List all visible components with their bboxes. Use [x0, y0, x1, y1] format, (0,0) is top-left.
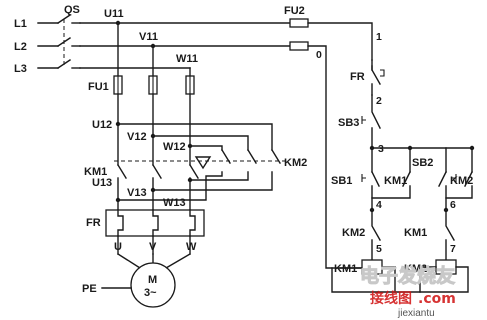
- km2-cross-wiring: [115, 121, 273, 201]
- label-fr-main: FR: [86, 217, 101, 229]
- label-w11: W11: [176, 53, 198, 65]
- node-2: 2: [376, 95, 382, 107]
- label-u13: U13: [92, 177, 112, 189]
- label-fr-ctrl: FR: [350, 71, 365, 83]
- label-qs: QS: [64, 4, 80, 16]
- label-km1-interlock: KM1: [404, 227, 427, 239]
- label-w13: W13: [163, 197, 186, 209]
- node-3: 3: [378, 143, 384, 155]
- label-w: W: [186, 241, 197, 253]
- node-5: 5: [376, 243, 382, 255]
- label-km1-hold: KM1: [384, 175, 407, 187]
- label-l1: L1: [14, 18, 27, 30]
- watermark-brand: 电子发烧友: [360, 264, 455, 287]
- label-fu1: FU1: [88, 81, 109, 93]
- label-sb2: SB2: [412, 157, 433, 169]
- label-v12: V12: [127, 131, 147, 143]
- node-4: 4: [376, 199, 382, 211]
- label-km2-interlock: KM2: [342, 227, 365, 239]
- fr-nc-contact: [371, 59, 385, 96]
- label-v: V: [149, 241, 157, 253]
- label-v13: V13: [127, 187, 147, 199]
- label-km1-main: KM1: [84, 166, 107, 178]
- fu1-fuses: [113, 75, 195, 166]
- label-motor-m: M: [148, 274, 157, 286]
- node-7: 7: [450, 243, 456, 255]
- node-0: 0: [316, 49, 322, 61]
- labels: L1 L2 L3 QS FU1 FU2 U11 V11 W11 U12 V12 …: [14, 4, 473, 299]
- label-u12: U12: [92, 119, 112, 131]
- reverse-branch: [394, 171, 473, 293]
- sb3-stop-button: [361, 94, 381, 149]
- label-sb1: SB1: [331, 175, 352, 187]
- main-contacts: [114, 149, 285, 211]
- power-circuit: [37, 14, 293, 308]
- supply-lines: [37, 22, 59, 69]
- label-w12: W12: [163, 141, 186, 153]
- label-motor-3ph: 3~: [144, 287, 157, 299]
- branch-split: [369, 145, 475, 173]
- label-km2-hold: KM2: [450, 175, 473, 187]
- watermark-site: 接线图: [370, 290, 412, 307]
- label-fu2: FU2: [284, 5, 305, 17]
- node-1: 1: [376, 31, 382, 43]
- label-km2-main: KM2: [284, 157, 307, 169]
- label-v11: V11: [139, 31, 158, 43]
- control-circuit: [289, 18, 475, 293]
- label-l3: L3: [14, 63, 27, 75]
- label-km2-coil: KM2: [404, 263, 427, 275]
- watermark-url: jiexiantu: [397, 308, 435, 319]
- bus-lines: [79, 20, 293, 77]
- motor: [101, 253, 191, 308]
- watermark-dotcom: .com: [418, 291, 456, 307]
- label-l2: L2: [14, 41, 27, 53]
- qs-isolating-switch: [57, 14, 81, 69]
- fr-thermal-relay: [105, 209, 205, 255]
- label-u: U: [114, 241, 122, 253]
- label-km1-coil: KM1: [334, 263, 357, 275]
- watermark: 电子发烧友 接线图 .com jiexiantu: [360, 264, 456, 320]
- node-6: 6: [450, 199, 456, 211]
- label-pe: PE: [82, 283, 97, 295]
- label-u11: U11: [104, 8, 124, 20]
- label-sb3: SB3: [338, 117, 359, 129]
